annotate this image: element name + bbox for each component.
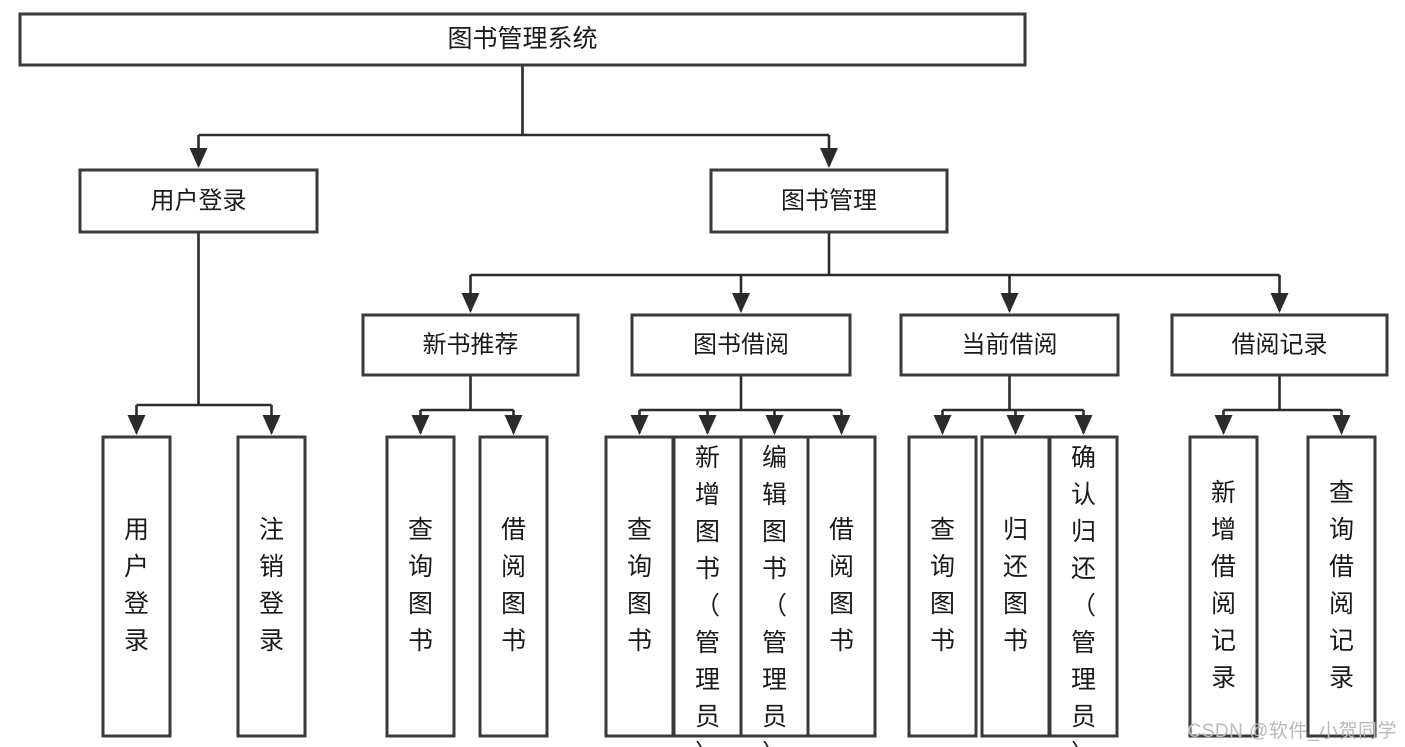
node-user-login-box[interactable] <box>78 168 319 234</box>
node-leaf-logout[interactable]: 注销登录 <box>236 435 307 738</box>
connector-arrowhead <box>765 415 784 435</box>
node-current-borrow-label: 当前借阅 <box>962 331 1058 358</box>
node-book-manage-box[interactable] <box>709 168 949 234</box>
node-leaf-confirm-return[interactable]: 确认归还（管理员） <box>1048 435 1119 747</box>
node-leaf-confirm-return-box[interactable] <box>1048 435 1119 738</box>
connector-arrowhead <box>1270 293 1289 313</box>
connector-arrowhead <box>820 148 838 168</box>
node-new-book-rec[interactable]: 新书推荐 <box>361 313 580 377</box>
node-current-borrow-box[interactable] <box>899 313 1120 377</box>
node-leaf-return-book[interactable]: 归还图书 <box>980 435 1051 738</box>
connector-arrowhead <box>1074 415 1093 435</box>
connector-arrowhead <box>127 415 146 435</box>
node-borrow-record[interactable]: 借阅记录 <box>1170 313 1389 377</box>
node-new-book-rec-label: 新书推荐 <box>423 331 519 358</box>
node-leaf-return-book-box[interactable] <box>980 435 1051 738</box>
connector-arrowhead <box>732 293 750 313</box>
node-leaf-add-record[interactable]: 新增借阅记录 <box>1188 435 1259 738</box>
node-leaf-query-book-current-label: 查询图书 <box>930 516 955 655</box>
node-book-borrow-box[interactable] <box>630 313 852 377</box>
node-root-box[interactable] <box>18 12 1027 67</box>
node-leaf-edit-book[interactable]: 编辑图书（管理员） <box>739 435 810 747</box>
node-book-manage-label: 图书管理 <box>781 187 877 214</box>
node-leaf-edit-book-label: 编辑图书（管理员） <box>762 444 787 747</box>
node-leaf-borrow-book-rec-box[interactable] <box>478 435 549 738</box>
connector-arrowhead <box>933 415 952 435</box>
connector-arrowhead <box>832 415 851 435</box>
connector-arrowhead <box>1000 293 1019 313</box>
node-book-borrow[interactable]: 图书借阅 <box>630 313 852 377</box>
node-leaf-query-book-borrow-box[interactable] <box>604 435 675 738</box>
node-leaf-user-login-label: 用户登录 <box>124 516 149 655</box>
connector-arrowhead <box>630 415 649 435</box>
connector-arrowhead <box>189 148 208 168</box>
connector-arrowhead <box>504 415 523 435</box>
connector-arrowhead <box>1332 415 1351 435</box>
connector-arrowhead <box>698 415 717 435</box>
node-root-label: 图书管理系统 <box>447 25 597 53</box>
node-user-login-label: 用户登录 <box>151 187 247 214</box>
connector-arrowhead <box>411 415 430 435</box>
node-borrow-record-box[interactable] <box>1170 313 1389 377</box>
node-leaf-borrow-book[interactable]: 借阅图书 <box>806 435 877 738</box>
connector-arrowhead <box>262 415 281 435</box>
node-leaf-query-record-label: 查询借阅记录 <box>1329 479 1354 692</box>
node-leaf-query-book-current-box[interactable] <box>907 435 978 738</box>
node-leaf-confirm-return-label: 确认归还（管理员） <box>1071 444 1096 747</box>
node-leaf-query-book-borrow-label: 查询图书 <box>627 516 652 655</box>
node-leaf-query-book-borrow[interactable]: 查询图书 <box>604 435 675 738</box>
node-leaf-user-login-box[interactable] <box>101 435 172 738</box>
node-leaf-query-book-rec[interactable]: 查询图书 <box>385 435 456 738</box>
node-leaf-query-record[interactable]: 查询借阅记录 <box>1306 435 1377 738</box>
node-leaf-add-record-label: 新增借阅记录 <box>1211 479 1236 692</box>
node-leaf-edit-book-box[interactable] <box>739 435 810 738</box>
node-leaf-return-book-label: 归还图书 <box>1003 516 1028 655</box>
node-leaf-logout-label: 注销登录 <box>259 516 284 655</box>
node-leaf-query-book-rec-label: 查询图书 <box>408 516 433 655</box>
node-book-manage[interactable]: 图书管理 <box>709 168 949 234</box>
watermark-label: CSDN @软件_小贺同学 <box>1187 721 1397 742</box>
node-leaf-user-login[interactable]: 用户登录 <box>101 435 172 738</box>
node-leaf-borrow-book-rec-label: 借阅图书 <box>501 516 526 655</box>
node-borrow-record-label: 借阅记录 <box>1232 331 1328 358</box>
connector-arrowhead <box>1214 415 1233 435</box>
node-leaf-query-book-rec-box[interactable] <box>385 435 456 738</box>
connector-arrowhead <box>461 293 480 313</box>
node-leaf-borrow-book-rec[interactable]: 借阅图书 <box>478 435 549 738</box>
node-leaf-query-book-current[interactable]: 查询图书 <box>907 435 978 738</box>
connector-arrowhead <box>1006 415 1025 435</box>
node-leaf-borrow-book-label: 借阅图书 <box>829 516 854 655</box>
node-book-borrow-label: 图书借阅 <box>693 331 789 358</box>
node-new-book-rec-box[interactable] <box>361 313 580 377</box>
node-leaf-logout-box[interactable] <box>236 435 307 738</box>
node-leaf-add-record-box[interactable] <box>1188 435 1259 738</box>
node-root[interactable]: 图书管理系统 <box>18 12 1027 67</box>
node-leaf-borrow-book-box[interactable] <box>806 435 877 738</box>
node-leaf-add-book-label: 新增图书（管理员） <box>695 444 720 747</box>
node-leaf-add-book[interactable]: 新增图书（管理员） <box>672 435 743 747</box>
node-leaf-query-record-box[interactable] <box>1306 435 1377 738</box>
node-current-borrow[interactable]: 当前借阅 <box>899 313 1120 377</box>
node-user-login[interactable]: 用户登录 <box>78 168 319 234</box>
